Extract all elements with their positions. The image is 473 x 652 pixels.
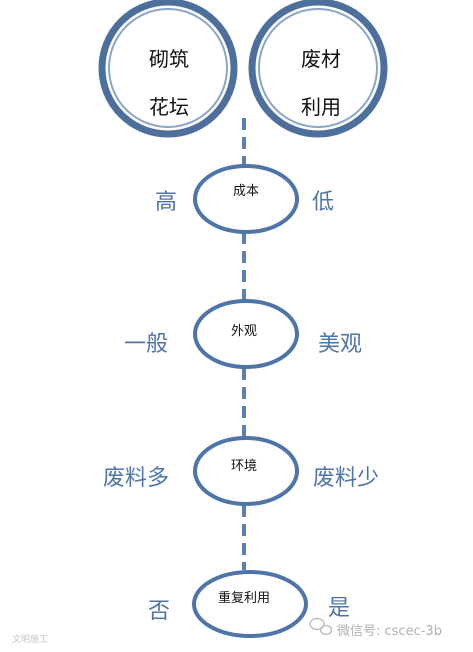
right-label-reuse: 是 [328,596,351,621]
node-label-environment: 环境 [231,459,258,474]
node-ellipse-environment [193,436,299,506]
node-label-appearance: 外观 [231,324,258,339]
node-label-reuse: 重复利用 [218,591,271,606]
node-label-cost: 成本 [233,184,260,199]
wechat-icon [309,617,333,636]
top-left-circle [98,0,238,138]
node-ellipse-appearance [193,299,299,369]
right-label-cost: 低 [312,190,335,215]
top-right-label-line2: 利用 [301,95,341,119]
node-ellipse-cost [193,164,299,234]
right-label-environment: 废料少 [313,466,380,491]
left-label-cost: 高 [155,190,178,215]
watermark-right: 微信号: cscec-3b [337,624,442,639]
left-label-appearance: 一般 [124,332,169,357]
right-label-appearance: 美观 [318,332,363,357]
top-right-circle [248,0,388,138]
left-label-reuse: 否 [148,599,171,624]
watermark-left: 文明施工 [12,635,49,645]
top-left-label-line1: 砌筑 [149,47,189,71]
top-left-label-line2: 花坛 [149,95,189,119]
node-ellipse-reuse [192,570,308,638]
left-label-environment: 废料多 [103,466,170,491]
top-right-label-line1: 废材 [301,47,341,71]
